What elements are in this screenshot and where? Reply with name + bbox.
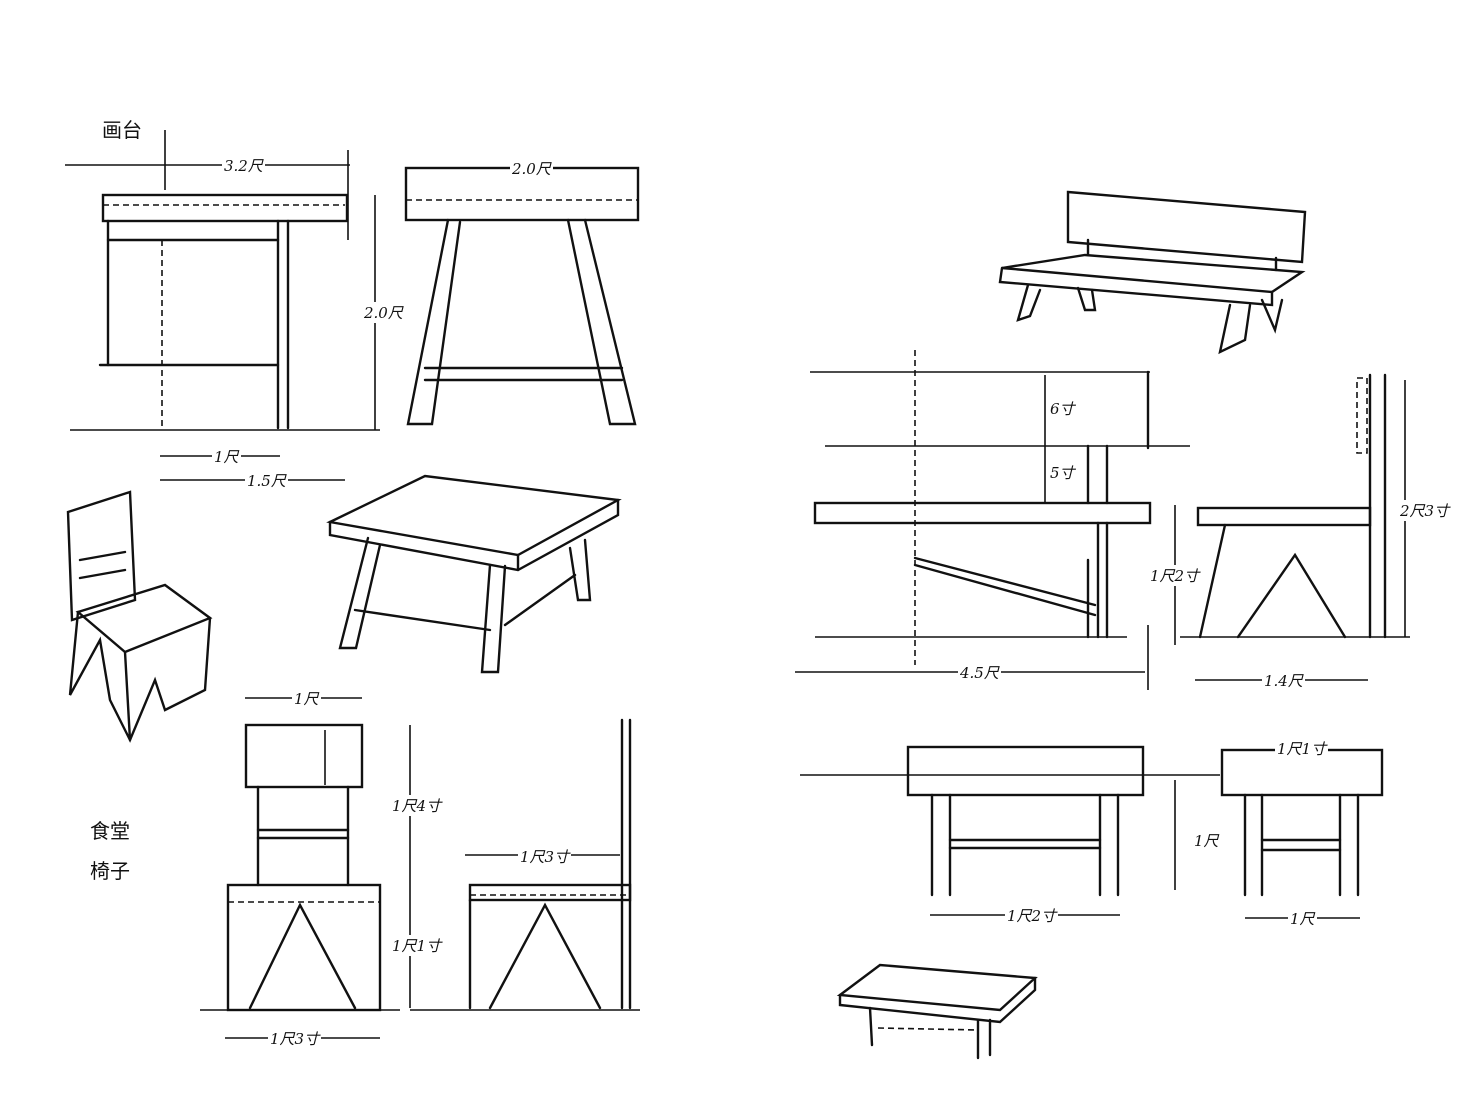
dim-bench-seat-height: 1尺2寸 <box>1148 565 1202 586</box>
dim-chair-seat-height: 1尺1寸 <box>390 935 444 956</box>
drawing-table-side-view <box>404 166 640 426</box>
dim-bench-back-gap: 5寸 <box>1048 462 1077 483</box>
dim-stool-height: 1尺 <box>1192 830 1221 851</box>
drawing-table-perspective <box>326 474 622 674</box>
dim-table-inner: 1尺 <box>212 446 241 467</box>
dim-bench-depth: 1.4尺 <box>1262 670 1305 691</box>
bench-side-view <box>1174 373 1410 681</box>
dim-bench-length: 4.5尺 <box>958 662 1001 683</box>
dim-bench-total-height: 2尺3寸 <box>1398 500 1452 521</box>
dim-stool-top-depth: 1尺1寸 <box>1275 738 1329 759</box>
stool-front-view <box>800 745 1220 916</box>
dim-chair-base-width: 1尺3寸 <box>268 1028 322 1049</box>
dim-chair-back-width: 1尺 <box>292 688 321 709</box>
dim-table-width: 3.2尺 <box>222 155 265 176</box>
chair-title-2: 椅子 <box>90 859 130 883</box>
dim-stool-depth: 1尺 <box>1288 908 1317 929</box>
bench-perspective <box>998 190 1307 355</box>
stool-side-view <box>1220 748 1384 919</box>
chair-title: 食堂 <box>90 819 130 843</box>
dim-table-leg-span: 1.5尺 <box>245 470 288 491</box>
chair-front-view <box>200 697 411 1039</box>
dim-table-height: 2.0尺 <box>362 302 405 323</box>
stool-perspective <box>836 963 1038 1060</box>
drawing-table-title: 画台 <box>102 118 142 142</box>
dim-chair-back-height: 1尺4寸 <box>390 795 444 816</box>
dim-bench-back-top: 6寸 <box>1048 398 1077 419</box>
chair-perspective <box>66 490 213 743</box>
dim-table-depth: 2.0尺 <box>510 158 553 179</box>
dim-chair-side-depth: 1尺3寸 <box>518 846 572 867</box>
dim-stool-length: 1尺2寸 <box>1005 905 1059 926</box>
bench-front-view <box>795 350 1190 690</box>
drawing-table-front-view <box>65 130 380 481</box>
